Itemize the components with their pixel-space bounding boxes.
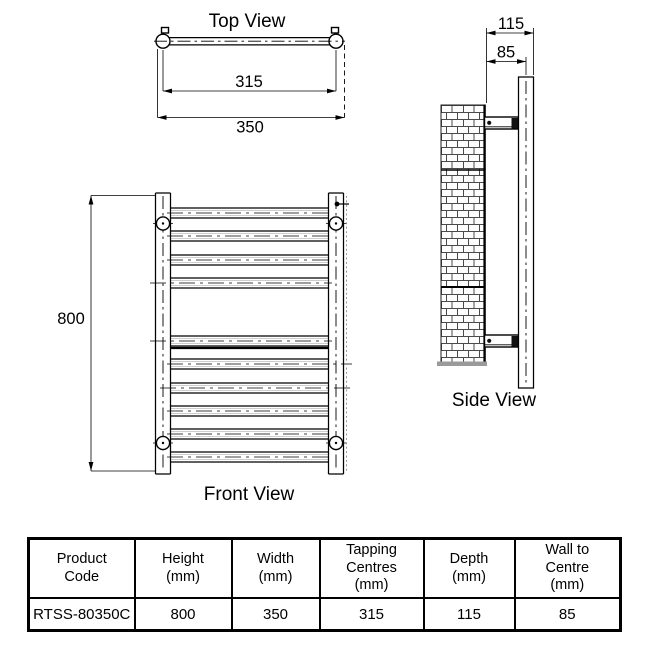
cell-width: 350	[230, 597, 321, 632]
wall-to-centre-dimension: 85	[486, 44, 527, 75]
top-view-extension-lines	[157, 45, 345, 118]
front-bracket-bottom-left	[153, 435, 173, 451]
left-tapping-stub	[160, 26, 170, 34]
bracket-screw	[487, 120, 492, 125]
cell-wall-to-centre: 85	[513, 597, 622, 632]
height-dimension: 800	[57, 195, 156, 472]
wall-to-centre-value: 85	[497, 44, 515, 62]
wall-base-cap	[437, 361, 487, 366]
side-top-bracket	[483, 116, 520, 130]
top-view: Top View	[154, 11, 345, 137]
side-view-title: Side View	[452, 390, 536, 411]
front-bracket-bottom-right	[326, 435, 346, 451]
header-depth: Depth (mm)	[422, 537, 516, 599]
cell-tapping-centres: 315	[318, 597, 425, 632]
depth-dimension: 115	[486, 15, 534, 103]
cell-product-code: RTSS-80350C	[27, 597, 136, 632]
side-view: 115 85	[437, 15, 536, 411]
overall-width-value: 350	[236, 119, 264, 137]
header-wall-to-centre: Wall to Centre (mm)	[513, 537, 622, 599]
header-product-code: Product Code	[27, 537, 136, 599]
brick-wall	[437, 104, 487, 366]
air-vent	[334, 201, 349, 207]
left-vertical-tube	[154, 192, 172, 475]
header-height: Height (mm)	[133, 537, 233, 599]
front-rungs	[150, 207, 352, 463]
height-value: 800	[57, 310, 85, 328]
spec-table-header-row: Product Code Height (mm) Width (mm) Tapp…	[27, 537, 622, 599]
right-tapping-stub	[330, 26, 340, 34]
header-width: Width (mm)	[230, 537, 321, 599]
top-rail-bar	[163, 36, 336, 46]
side-bottom-bracket	[483, 334, 520, 348]
top-view-title: Top View	[209, 11, 286, 32]
right-vertical-tube	[327, 192, 347, 475]
bracket-screw	[487, 338, 492, 343]
front-bracket-top-right	[326, 216, 346, 231]
header-tapping-centres: Tapping Centres (mm)	[318, 537, 425, 599]
depth-value: 115	[498, 15, 524, 33]
overall-width-dimension: 350	[157, 115, 345, 137]
technical-drawing: Top View	[57, 11, 536, 505]
spec-table: Product Code Height (mm) Width (mm) Tapp…	[27, 537, 622, 632]
tapping-centres-value: 315	[235, 73, 263, 91]
spec-table-data-row: RTSS-80350C 800 350 315 115 85	[27, 597, 622, 632]
front-view: 800	[57, 192, 352, 505]
cell-depth: 115	[422, 597, 516, 632]
radiator-side-profile	[517, 76, 535, 389]
front-view-title: Front View	[204, 484, 295, 505]
cell-height: 800	[133, 597, 233, 632]
tapping-centres-dimension: 315	[163, 73, 336, 94]
front-bracket-top-left	[153, 216, 173, 231]
